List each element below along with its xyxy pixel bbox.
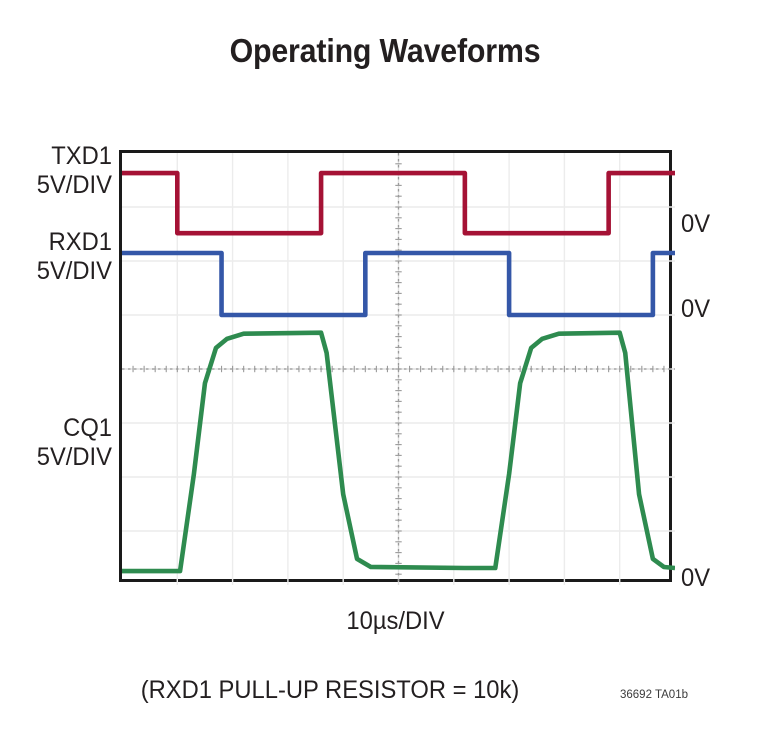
channel-scale-rxd1: 5V/DIV bbox=[36, 257, 112, 285]
channel-label-txd1: TXD1 5V/DIV bbox=[8, 142, 112, 200]
center-axes bbox=[122, 153, 675, 585]
figure-id-code: 36692 TA01b bbox=[620, 689, 688, 701]
x-axis-label: 10µs/DIV bbox=[346, 607, 445, 635]
waveform-traces bbox=[122, 170, 675, 574]
waveform-plot bbox=[122, 153, 675, 585]
trace-txd1 bbox=[122, 170, 675, 236]
plot-area bbox=[119, 150, 675, 585]
channel-name-cq1: CQ1 bbox=[63, 414, 112, 442]
channel-name-txd1: TXD1 bbox=[51, 142, 112, 170]
page-title: Operating Waveforms bbox=[229, 32, 541, 69]
zero-marker-cq1: 0V bbox=[681, 564, 711, 592]
channel-label-cq1: CQ1 5V/DIV bbox=[8, 414, 112, 472]
channel-scale-txd1: 5V/DIV bbox=[36, 171, 112, 199]
trace-cq1 bbox=[122, 330, 675, 574]
channel-scale-cq1: 5V/DIV bbox=[36, 443, 112, 471]
channel-name-rxd1: RXD1 bbox=[48, 228, 112, 256]
trace-rxd1 bbox=[122, 250, 675, 318]
zero-marker-txd1: 0V bbox=[681, 210, 711, 238]
channel-label-rxd1: RXD1 5V/DIV bbox=[8, 228, 112, 286]
figure-footnote: (RXD1 PULL-UP RESISTOR = 10k) bbox=[140, 676, 520, 704]
zero-marker-rxd1: 0V bbox=[681, 295, 711, 323]
